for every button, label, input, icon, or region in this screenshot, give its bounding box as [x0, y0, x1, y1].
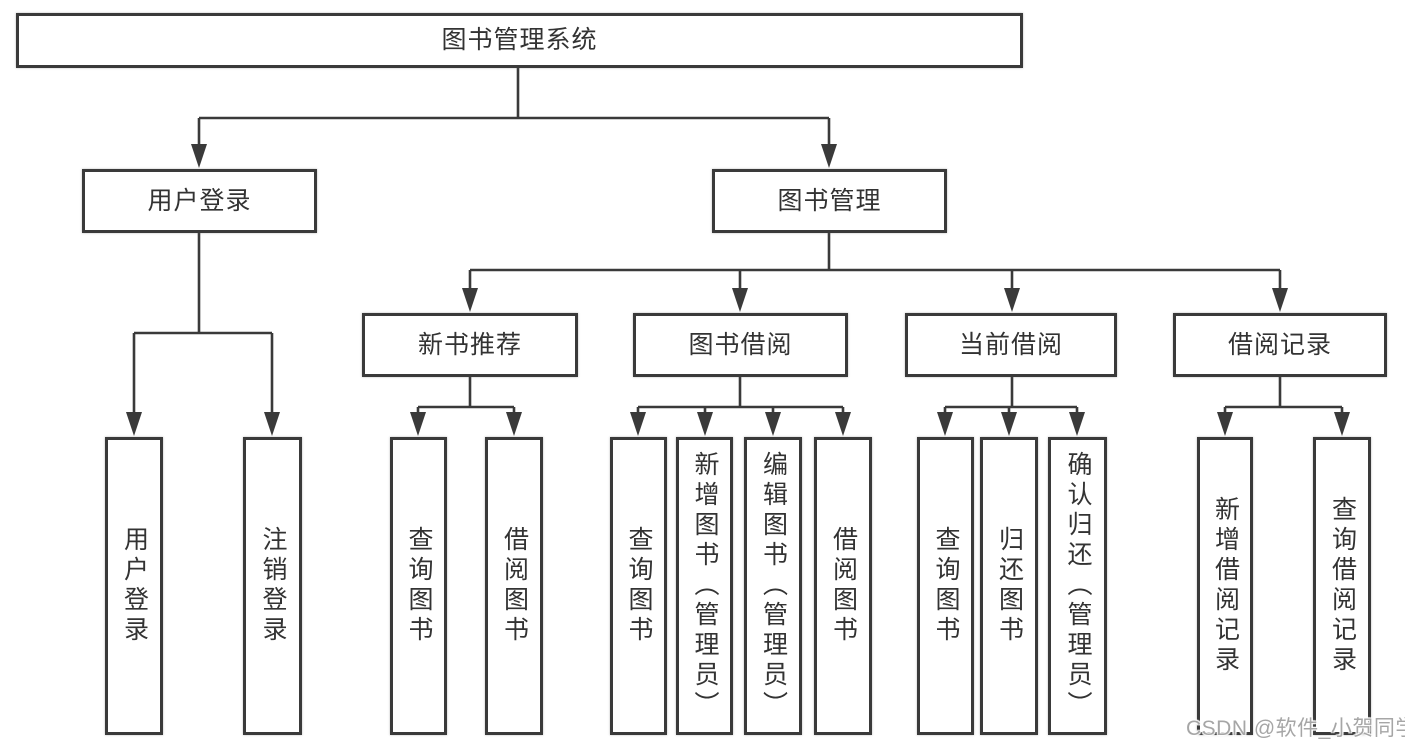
leaf-add-book-admin: 新增图书（管理员） [676, 437, 733, 735]
arrowhead-icon [1334, 412, 1350, 436]
arrowhead-icon [1217, 412, 1233, 436]
leaf-borrow-books-borrowing: 借阅图书 [814, 437, 872, 735]
leaf-label: 查询借阅记录 [1328, 496, 1357, 676]
node-new-book-recommendation: 新书推荐 [362, 313, 578, 377]
arrowhead-icon [821, 144, 837, 168]
arrowhead-icon [630, 412, 646, 436]
arrowhead-icon [410, 412, 426, 436]
arrowhead-icon [732, 288, 748, 312]
node-label: 图书借阅 [688, 330, 793, 359]
leaf-label: 归还图书 [995, 526, 1024, 646]
leaf-label: 编辑图书（管理员） [759, 451, 788, 721]
watermark: CSDN @软件_小贺同学 [1186, 717, 1405, 740]
node-label: 图书管理 [777, 186, 882, 215]
arrowhead-icon [264, 412, 280, 436]
node-book-management: 图书管理 [712, 169, 947, 233]
node-root-label: 图书管理系统 [441, 26, 598, 54]
node-root: 图书管理系统 [16, 13, 1023, 68]
arrowhead-icon [191, 144, 207, 168]
arrowhead-icon [765, 412, 781, 436]
leaf-label: 借阅图书 [500, 526, 529, 646]
node-label: 新书推荐 [417, 330, 522, 359]
arrowhead-icon [937, 412, 953, 436]
leaf-label: 用户登录 [120, 526, 149, 646]
arrowhead-icon [506, 412, 522, 436]
arrowhead-icon [1069, 412, 1085, 436]
edge-currentborrow-to-leaves [943, 377, 1079, 418]
leaf-label: 查询图书 [625, 526, 653, 646]
arrowhead-icon [462, 288, 478, 312]
arrowhead-icon [1272, 288, 1288, 312]
node-label: 当前借阅 [958, 330, 1063, 359]
leaf-logout: 注销登录 [243, 437, 302, 735]
leaf-query-borrow-record: 查询借阅记录 [1313, 437, 1371, 735]
leaf-label: 借阅图书 [829, 526, 858, 646]
leaf-confirm-return-admin: 确认归还（管理员） [1048, 437, 1107, 735]
arrowhead-icon [1001, 412, 1017, 436]
leaf-query-books-current: 查询图书 [917, 437, 974, 735]
arrowhead-icon [697, 412, 713, 436]
edge-root-to-level2 [197, 68, 831, 150]
leaf-query-books-newbook: 查询图书 [390, 437, 447, 735]
leaf-user-login: 用户登录 [105, 437, 163, 735]
leaf-label: 新增借阅记录 [1211, 496, 1240, 676]
edge-bookborrow-to-leaves [636, 377, 845, 418]
leaf-add-borrow-record: 新增借阅记录 [1197, 437, 1253, 735]
node-user-login: 用户登录 [82, 169, 317, 233]
leaf-label: 新增图书（管理员） [691, 451, 719, 721]
node-label: 借阅记录 [1227, 330, 1332, 359]
arrowhead-icon [126, 412, 142, 436]
arrowhead-icon [1004, 288, 1020, 312]
node-book-borrowing: 图书借阅 [633, 313, 848, 377]
edge-newbook-to-leaves [416, 377, 516, 418]
leaf-label: 注销登录 [259, 526, 287, 646]
leaf-label: 查询图书 [932, 526, 960, 646]
leaf-label: 确认归还（管理员） [1064, 451, 1092, 721]
leaf-return-books: 归还图书 [980, 437, 1038, 735]
node-label: 用户登录 [147, 186, 252, 215]
edge-borrowrecord-to-leaves [1223, 377, 1344, 418]
leaf-label: 查询图书 [405, 526, 433, 646]
leaf-query-books-borrowing: 查询图书 [610, 437, 667, 735]
edge-userlogin-to-leaves [132, 233, 274, 418]
node-current-borrowing: 当前借阅 [905, 313, 1117, 377]
node-borrowing-records: 借阅记录 [1173, 313, 1387, 377]
edge-bookmgmt-to-level3 [468, 233, 1282, 294]
leaf-borrow-books-newbook: 借阅图书 [485, 437, 543, 735]
leaf-edit-book-admin: 编辑图书（管理员） [744, 437, 802, 735]
arrowhead-icon [835, 412, 851, 436]
